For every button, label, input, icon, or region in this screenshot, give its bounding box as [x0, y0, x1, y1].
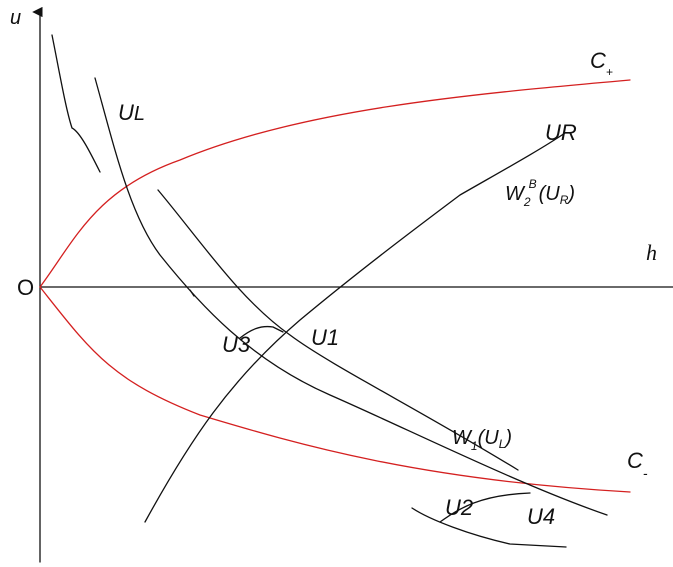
- u-r-label: UR: [545, 120, 577, 145]
- w1-label: W1(UL): [452, 427, 512, 453]
- w2b-label: W2B(UR): [505, 177, 575, 209]
- c-plus-label: C+: [590, 48, 613, 79]
- w2b-curve: [144, 132, 566, 523]
- u3-hook: [239, 325, 284, 339]
- c-plus-curve: [39, 79, 631, 288]
- u3-label: U3: [222, 332, 251, 357]
- u2-connector: [439, 492, 531, 523]
- upper-left-fragment: [51, 34, 101, 173]
- u-l-curve: [94, 77, 608, 516]
- u-l-tick: [189, 289, 195, 297]
- u1-label: U1: [311, 325, 339, 350]
- c-minus-curve: [39, 286, 631, 493]
- u2-lower-curve: [411, 507, 567, 548]
- origin-label: O: [17, 275, 34, 300]
- u-axis-label: u: [10, 7, 21, 29]
- u2-label: U2: [445, 495, 473, 520]
- w1-curve: [157, 189, 519, 471]
- c-minus-label: C-: [627, 448, 648, 481]
- h-axis-label: h: [646, 240, 657, 265]
- u4-label: U4: [527, 504, 555, 529]
- u-l-label: UL: [118, 100, 145, 125]
